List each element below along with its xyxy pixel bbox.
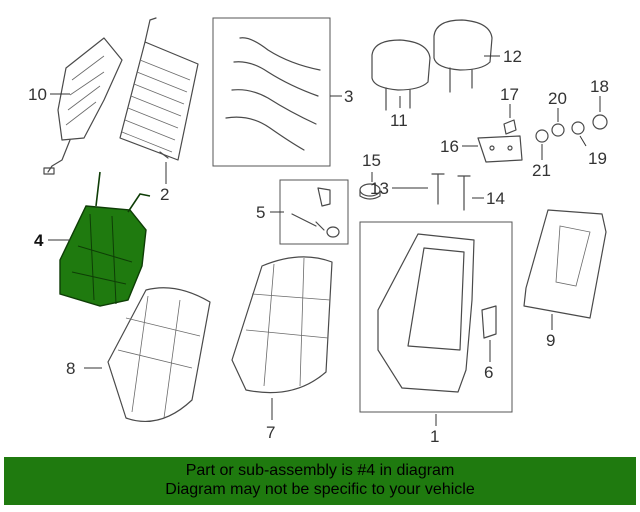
callout-19: 19 [588,149,607,168]
callout-14: 14 [486,189,505,208]
leader-lines [48,55,601,426]
info-banner: Part or sub-assembly is #4 in diagram Di… [4,457,636,505]
part-1-frame [359,221,513,413]
callout-18: 18 [590,77,609,96]
callout-21: 21 [532,161,551,180]
part-9-panel [523,209,607,319]
part-7-cushion [231,256,333,394]
part-4-highlighted [59,171,151,307]
part-10-pad [43,37,123,175]
callout-3: 3 [344,87,353,106]
part-19-bushing [571,121,585,135]
part-20-bushing [551,123,565,137]
part-13-pin [431,173,445,205]
part-3-rods [212,17,331,167]
callout-1: 1 [430,427,439,446]
part-16-bracket [477,135,523,163]
part-17-clip [503,119,517,135]
callout-13: 13 [370,179,389,198]
banner-line-1: Part or sub-assembly is #4 in diagram [185,462,455,479]
part-14-pin [457,175,471,211]
callout-7: 7 [266,423,275,442]
part-5-kit [279,179,349,245]
callout-15: 15 [362,151,381,170]
callout-5: 5 [256,203,265,222]
callout-11: 11 [390,111,408,130]
part-21-bushing [535,129,549,143]
callout-2: 2 [160,185,169,204]
callout-10: 10 [28,85,47,104]
banner-line-2: Diagram may not be specific to your vehi… [165,481,475,498]
callout-16: 16 [440,137,459,156]
part-12-headrest [433,19,493,93]
parts-diagram: 10 2 3 11 12 17 20 18 16 19 21 15 13 14 … [28,17,609,446]
callout-6: 6 [484,363,493,382]
part-8-cushion [107,287,211,422]
callout-9: 9 [546,331,555,350]
callout-8: 8 [66,359,75,378]
part-11-headrest [371,39,431,111]
part-2-frame [119,17,199,161]
callout-20: 20 [548,89,567,108]
part-18-bushing [592,114,608,130]
callout-12: 12 [503,47,522,66]
callout-4: 4 [34,231,44,250]
part-15-grommet [359,183,381,200]
callout-17: 17 [500,85,519,104]
